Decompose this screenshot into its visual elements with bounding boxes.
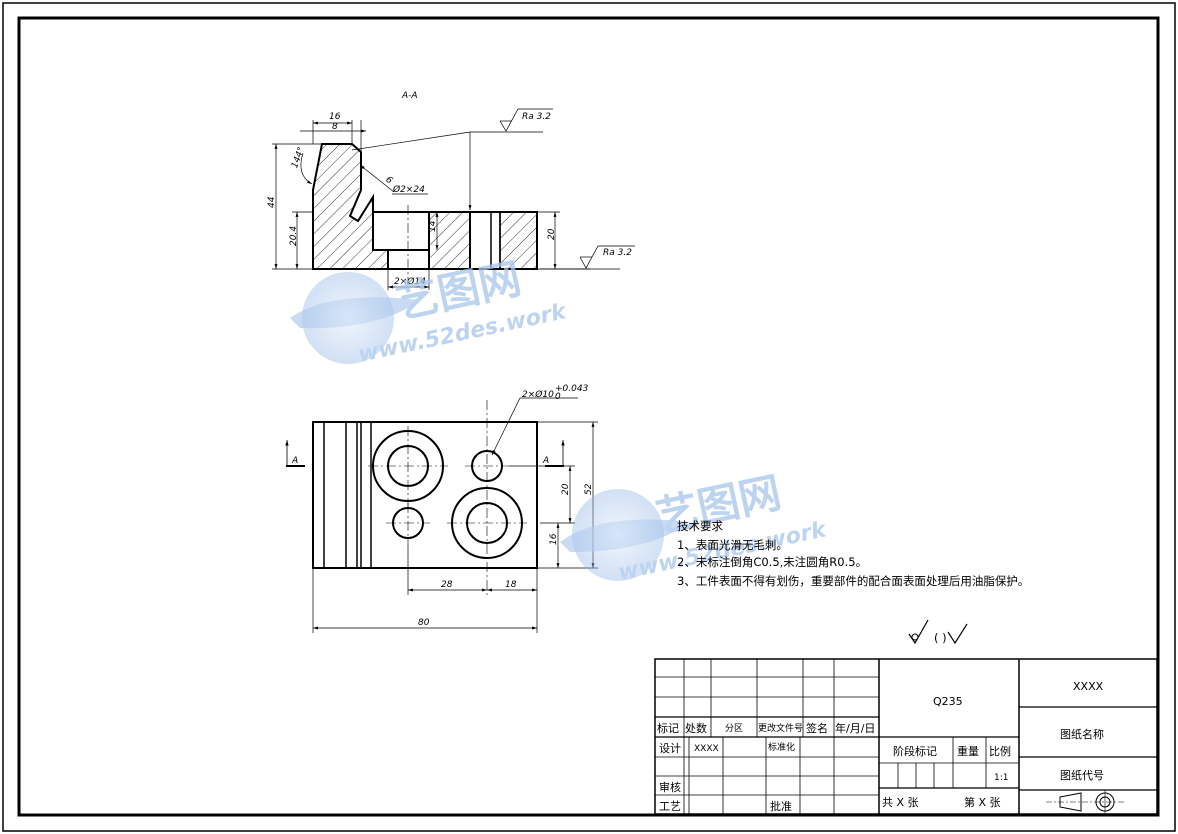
- weight-label: 重量: [957, 744, 979, 758]
- hole-tol-lower: 0: [555, 392, 561, 402]
- watermark-1: 艺图网 www.52des.work: [290, 254, 570, 368]
- hole-tol-upper: +0.043: [555, 384, 589, 394]
- section-mark-right: A: [542, 456, 549, 466]
- review-label: 审核: [659, 780, 681, 794]
- dim-plan-80: 80: [418, 618, 430, 628]
- hole-callout: 2×Ø10: [522, 389, 554, 400]
- hdr-sign: 签名: [806, 721, 828, 735]
- design-label: 设计: [659, 742, 681, 755]
- dim-20-4: 20.4: [289, 226, 299, 246]
- dim-bottom-holes: 2×Ø14: [394, 276, 426, 287]
- dim-angle: 144°: [290, 146, 307, 170]
- dim-plan-52: 52: [584, 483, 594, 495]
- dim-6: 6: [383, 175, 394, 187]
- plan-view: A A 2×Ø10 +0.043 0 20 52 16 28 18 80: [285, 384, 598, 633]
- sheets-total: 共 X 张: [882, 796, 919, 809]
- dim-14: 14: [428, 220, 438, 232]
- dim-counterbore: Ø2×24: [392, 184, 425, 195]
- dim-8: 8: [332, 122, 338, 132]
- roughness-symbol-1: [499, 108, 553, 132]
- through-hole: [387, 249, 430, 270]
- title-block: [654, 658, 1158, 815]
- stage-label: 阶段标记: [893, 744, 937, 758]
- dim-20: 20: [547, 228, 557, 240]
- company: XXXX: [1073, 680, 1104, 693]
- material: Q235: [933, 695, 963, 708]
- section-right-hatch: [499, 211, 538, 270]
- globe-icon: [302, 272, 394, 364]
- hdr-doc: 更改文件号: [758, 722, 803, 734]
- hdr-date: 年/月/日: [835, 721, 875, 735]
- dim-plan-16: 16: [549, 533, 559, 545]
- approve-label: 批准: [770, 799, 792, 813]
- drawing-name: 图纸名称: [1060, 727, 1104, 741]
- section-label: A-A: [401, 91, 418, 101]
- drawing-code: 图纸代号: [1060, 769, 1104, 782]
- tech-req-item-3: 3、工件表面不得有划伤，重要部件的配合面表面处理后用油脂保护。: [677, 574, 1029, 588]
- section-body-hatched: [312, 143, 471, 270]
- process-label: 工艺: [659, 800, 681, 813]
- surface-symbol-brackets: ( ): [934, 631, 947, 645]
- dim-plan-20: 20: [561, 483, 571, 495]
- tech-req-item-2: 2、未标注倒角C0.5,未注圆角R0.5。: [677, 555, 867, 569]
- plan-outline: [312, 421, 538, 569]
- section-mark-left: A: [291, 456, 298, 466]
- counterbore: [372, 211, 430, 251]
- roughness-2: Ra 3.2: [603, 248, 632, 258]
- roughness-1: Ra 3.2: [522, 112, 551, 122]
- hdr-zone: 分区: [725, 723, 743, 734]
- projection-symbol-icon: [1046, 790, 1126, 814]
- standard-label: 标准化: [768, 741, 795, 753]
- inner-frame: [17, 16, 1160, 817]
- hdr-count: 处数: [685, 722, 707, 735]
- dim-16: 16: [329, 112, 341, 122]
- section-view: A-A 16 8 144° 44 20.4 6: [267, 91, 635, 290]
- scale-value: 1:1: [994, 773, 1008, 783]
- dim-44: 44: [267, 196, 277, 208]
- sheet-no: 第 X 张: [964, 795, 1001, 809]
- dim-plan-18: 18: [505, 580, 517, 590]
- general-roughness-symbol: ( ): [908, 619, 968, 645]
- dim-plan-28: 28: [441, 580, 453, 590]
- globe-icon-2: [572, 489, 664, 581]
- tech-req-title: 技术要求: [677, 519, 723, 533]
- tech-req-item-1: 1、表面光滑无毛刺。: [677, 538, 788, 552]
- scale-label: 比例: [989, 744, 1011, 758]
- hdr-mark: 标记: [657, 721, 679, 735]
- title-block-text: 标记 处数 分区 更改文件号 签名 年/月/日 设计 XXXX 标准化 审核 工…: [657, 680, 1104, 813]
- technical-requirements: 技术要求 1、表面光滑无毛刺。 2、未标注倒角C0.5,未注圆角R0.5。 3、…: [677, 519, 1029, 588]
- design-value: XXXX: [694, 744, 719, 754]
